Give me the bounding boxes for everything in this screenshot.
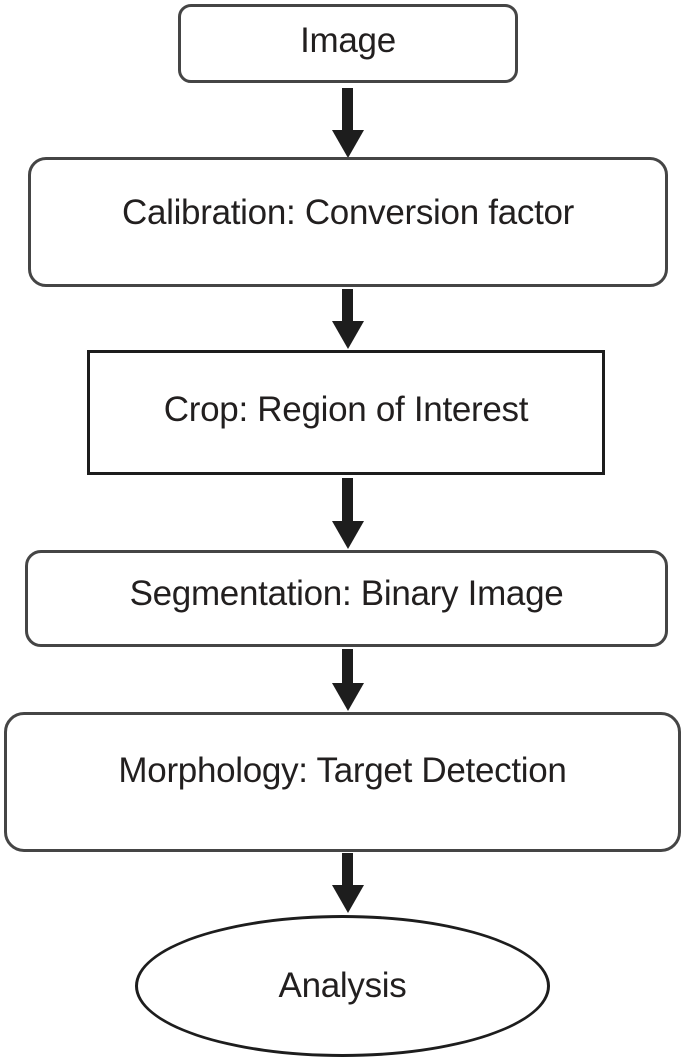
arrow-calibration-to-crop [331,289,364,349]
node-image: Image [178,4,518,83]
arrow-morphology-to-analysis [331,853,364,913]
node-analysis: Analysis [135,915,550,1057]
arrow-shaft [342,649,353,683]
arrow-shaft [342,853,353,885]
arrow-crop-to-segmentation [331,478,364,549]
node-crop-label: Crop: Region of Interest [163,390,529,430]
node-calibration: Calibration: Conversion factor [28,157,668,287]
arrow-shaft [342,478,353,521]
node-morphology-label: Morphology: Target Detection [118,750,567,790]
node-morphology: Morphology: Target Detection [4,712,681,852]
arrow-shaft [342,289,353,321]
node-analysis-label: Analysis [278,965,407,1005]
arrow-image-to-calibration [331,88,364,158]
arrow-head-icon [331,521,364,549]
arrow-segmentation-to-morphology [331,649,364,711]
arrow-shaft [342,88,353,130]
arrow-head-icon [331,321,364,349]
node-segmentation: Segmentation: Binary Image [25,550,668,647]
node-image-label: Image [300,21,396,61]
arrow-head-icon [331,130,364,158]
node-calibration-label: Calibration: Conversion factor [121,192,575,232]
arrow-head-icon [331,683,364,711]
arrow-head-icon [331,885,364,913]
node-segmentation-label: Segmentation: Binary Image [129,574,564,614]
node-crop: Crop: Region of Interest [87,350,605,475]
